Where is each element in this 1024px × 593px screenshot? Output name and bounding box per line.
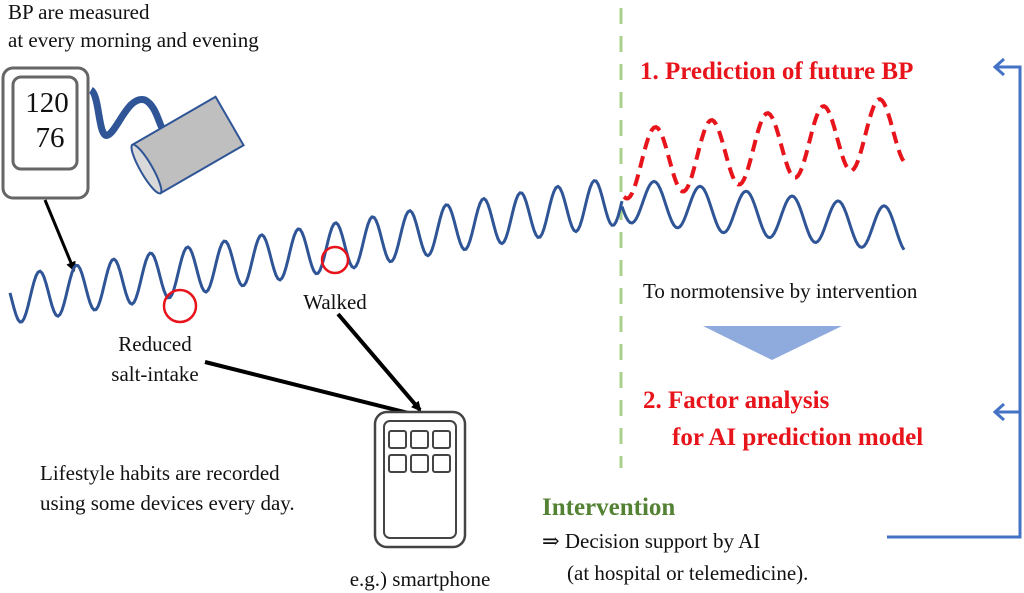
walked-marker xyxy=(320,245,350,275)
salt-intake-marker xyxy=(162,288,198,324)
arrow-monitor-to-line xyxy=(43,199,76,272)
arrow-walk-to-phone xyxy=(336,312,422,412)
cuff-icon xyxy=(130,95,245,195)
systolic-value: 120 xyxy=(25,87,69,119)
arrow-salt-to-phone xyxy=(204,360,426,420)
normotensive-caption: To normotensive by intervention xyxy=(643,279,918,303)
factor-analysis-line2: for AI prediction model xyxy=(672,424,923,451)
smartphone-icon xyxy=(373,410,467,549)
smartphone-caption: e.g.) smartphone xyxy=(350,567,491,591)
measure-caption-line2: at every morning and evening xyxy=(8,28,259,52)
reduced-label-line1: Reduced xyxy=(118,332,192,356)
intervention-line2: (at hospital or telemedicine). xyxy=(567,561,808,585)
bp-predicted-line xyxy=(622,97,906,201)
prediction-title: 1. Prediction of future BP xyxy=(640,58,913,85)
diastolic-value: 76 xyxy=(36,122,65,154)
lifestyle-caption-line2: using some devices every day. xyxy=(40,491,295,515)
feedback-connector xyxy=(887,57,1022,539)
intervention-line1: ⇒ Decision support by AI xyxy=(542,529,760,553)
reduced-label-line2: salt-intake xyxy=(111,362,198,386)
bp-history-line xyxy=(8,179,624,324)
cuff-cable-icon xyxy=(88,86,166,139)
bp-monitor-icon: 120 76 xyxy=(1,66,90,200)
lifestyle-caption-line1: Lifestyle habits are recorded xyxy=(40,461,280,485)
measure-caption-line1: BP are measured xyxy=(8,0,150,24)
bp-normotensive-line xyxy=(620,179,906,251)
walked-label: Walked xyxy=(303,290,367,314)
intervention-title: Intervention xyxy=(542,494,675,521)
down-triangle-icon xyxy=(703,326,842,360)
factor-analysis-line1: 2. Factor analysis xyxy=(643,387,830,414)
